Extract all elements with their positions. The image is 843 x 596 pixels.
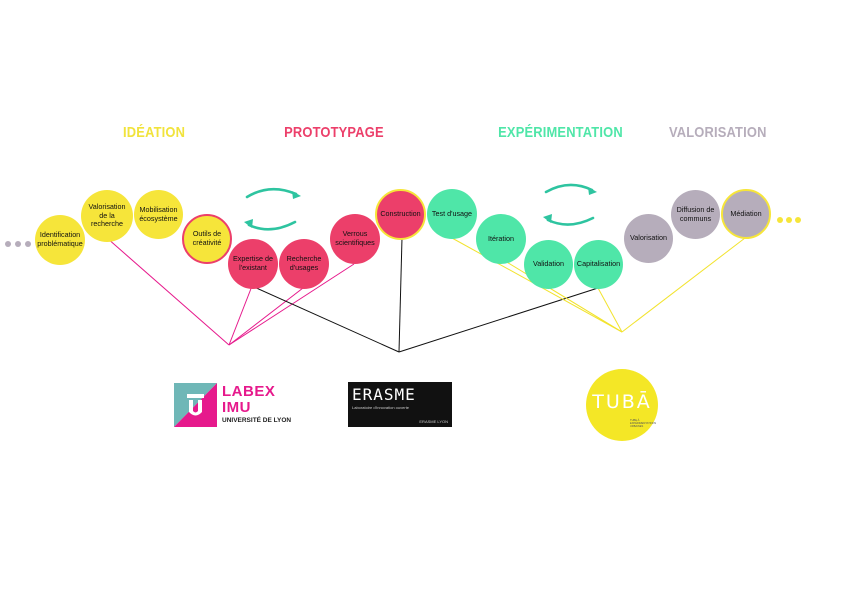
labex-line2: IMU: [222, 399, 251, 416]
labex-connectors: [106, 237, 355, 346]
node-identification-label: Identification problématique: [37, 230, 83, 248]
node-valorisation: Valorisation: [624, 214, 673, 263]
node-mediation: Médiation: [721, 189, 771, 239]
node-verrous: Verrous scientifiques: [330, 214, 380, 264]
node-recherche-usages-label: Recherche d'usages: [286, 254, 322, 272]
node-identification: Identification problématique: [35, 215, 85, 265]
erasme-line-construction: [398, 237, 403, 353]
phase-prototypage: PROTOTYPAGE: [284, 124, 384, 141]
node-mobilisation-label: Mobilisation écosystème: [139, 204, 178, 223]
node-recherche-usages: Recherche d'usages: [279, 239, 329, 289]
node-validation-label: Validation: [532, 259, 565, 269]
labex-line-recherche: [228, 287, 304, 346]
ellipsis-dot-left-2: [15, 241, 21, 247]
erasme-logo: ERASME Laboratoire d'innovation ouverte …: [348, 382, 452, 427]
cycle-arrowhead-top-left: [292, 191, 301, 199]
node-diffusion: Diffusion de communs: [671, 190, 720, 239]
cycle-arrow-bottom-left: [247, 220, 297, 231]
erasme-tag: ERASME LYON: [419, 419, 448, 424]
node-mobilisation: Mobilisation écosystème: [134, 190, 183, 239]
tuba-logo: TUBĀ TUBE À EXPÉRIMENTATIONS URBAINES: [586, 369, 658, 441]
erasme-connectors: [251, 237, 599, 353]
node-capitalisation: Capitalisation: [574, 240, 623, 289]
erasme-subtitle: Laboratoire d'innovation ouverte: [352, 405, 410, 410]
cycle-arrowhead-bottom-right: [543, 214, 552, 223]
ellipsis-dot-right-2: [786, 217, 792, 223]
node-outils-label: Outils de créativité: [192, 229, 222, 247]
cycle-arrowhead-top-right: [588, 187, 597, 195]
ellipsis-dot-right-1: [777, 217, 783, 223]
node-construction: Construction: [375, 189, 426, 240]
node-valorisation-label: Valorisation: [629, 233, 668, 243]
phase-valorisation: VALORISATION: [668, 124, 767, 141]
labex-line1: LABEX: [222, 383, 276, 400]
node-expertise-label: Expertise de l'existant: [233, 254, 273, 272]
labex-line-valorisation: [106, 237, 230, 346]
cycle-arrow-top-left: [245, 187, 298, 199]
ellipsis-dot-right-3: [795, 217, 801, 223]
node-outils: Outils de créativité: [182, 214, 232, 264]
tuba-connectors: [451, 237, 746, 333]
node-construction-label: Construction: [380, 209, 421, 219]
tuba-line-validation: [547, 286, 623, 333]
node-verrous-label: Verrous scientifiques: [335, 229, 375, 247]
tuba-line-capitalisation: [597, 287, 623, 333]
node-mediation-label: Médiation: [730, 208, 762, 218]
cycle-arrowhead-bottom-left: [244, 219, 253, 228]
labex-imu-logo: LABEX IMU UNIVERSITÉ DE LYON: [174, 383, 291, 428]
erasme-title: ERASME: [352, 385, 416, 404]
node-valorisation-recherche: Valorisation de la recherche: [81, 190, 133, 242]
cycle-arrow-top-right: [544, 183, 594, 194]
ellipsis-dot-left-3: [25, 241, 31, 247]
cycle-arrow-bottom-right: [546, 216, 595, 226]
node-test-usage: Test d'usage: [427, 189, 477, 239]
tuba-line-mediation: [621, 237, 746, 333]
node-valorisation-recherche-label: Valorisation de la recherche: [88, 202, 126, 229]
phase-ideation: IDÉATION: [123, 124, 186, 141]
node-capitalisation-label: Capitalisation: [576, 259, 621, 269]
labex-line3: UNIVERSITÉ DE LYON: [222, 417, 292, 424]
node-validation: Validation: [524, 240, 573, 289]
node-expertise: Expertise de l'existant: [228, 239, 278, 289]
node-diffusion-label: Diffusion de communs: [676, 204, 715, 223]
labex-line-expertise: [228, 285, 253, 346]
tuba-name: TUBĀ: [592, 391, 652, 413]
prototypage-cycle-arrows: [244, 187, 301, 231]
labex-emblem-icon: [174, 383, 217, 427]
phase-experimentation: EXPÉRIMENTATION: [498, 124, 623, 141]
erasme-line-capitalisation: [398, 287, 599, 353]
node-iteration-label: Itération: [488, 233, 514, 243]
node-test-usage-label: Test d'usage: [431, 208, 473, 218]
experimentation-cycle-arrows: [543, 183, 597, 226]
ellipsis-dot-left-1: [5, 241, 11, 247]
tuba-small: TUBE À EXPÉRIMENTATIONS URBAINES: [630, 419, 657, 428]
labex-line-verrous: [228, 263, 355, 346]
erasme-line-expertise: [251, 285, 400, 353]
node-iteration: Itération: [476, 214, 526, 264]
